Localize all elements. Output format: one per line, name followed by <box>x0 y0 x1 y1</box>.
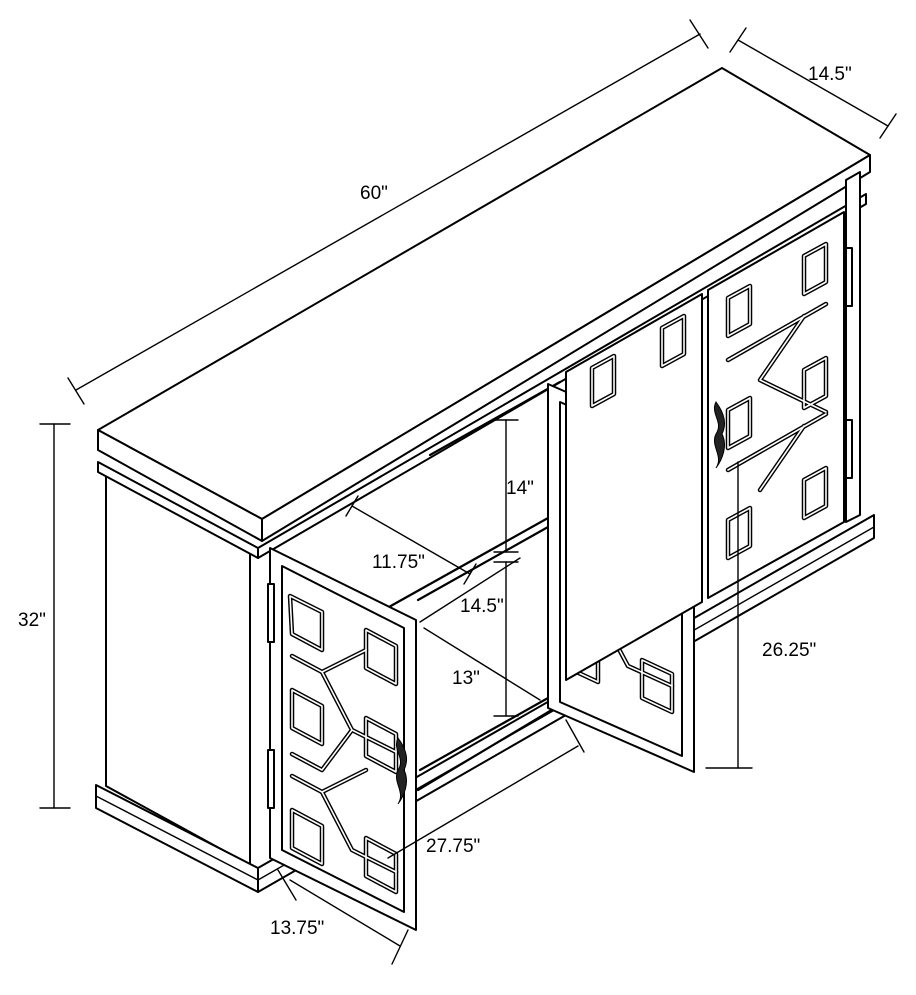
dim-14-5-interior: 14.5" <box>460 596 504 617</box>
right-door-handle <box>714 401 725 469</box>
cabinet-body <box>95 67 875 893</box>
hinge <box>267 749 275 809</box>
dim-13: 13" <box>452 668 480 689</box>
dim-14: 14" <box>506 478 534 499</box>
hinge <box>267 583 275 643</box>
left-door <box>267 547 417 931</box>
dim-11-75: 11.75" <box>372 552 425 573</box>
dimension-labels: 60" 14.5" 32" 11.75" 14" 14.5" 13" 26.25… <box>18 64 852 939</box>
hinge <box>845 419 853 479</box>
right-closed-doors <box>565 211 853 681</box>
dim-14-5-depth: 14.5" <box>808 64 852 85</box>
cabinet-top-side-edge <box>261 154 871 542</box>
hinge <box>845 247 853 307</box>
dim-13-75: 13.75" <box>270 918 324 939</box>
dim-27-75: 27.75" <box>426 836 480 857</box>
left-door-handle <box>396 737 407 805</box>
dimension-lines <box>39 19 897 965</box>
dim-60: 60" <box>360 183 388 204</box>
interior-floor-back <box>418 696 550 772</box>
dim-26-25: 26.25" <box>762 640 816 661</box>
interior-shelf-front <box>416 525 550 602</box>
top-moulding-long <box>257 193 867 559</box>
interior-floor <box>416 703 562 792</box>
left-door-lattice <box>287 593 399 895</box>
interior-back-upper <box>428 380 562 457</box>
right-door-lattice <box>589 241 829 561</box>
dim-32: 32" <box>18 610 46 631</box>
interior-shelf <box>378 516 550 614</box>
